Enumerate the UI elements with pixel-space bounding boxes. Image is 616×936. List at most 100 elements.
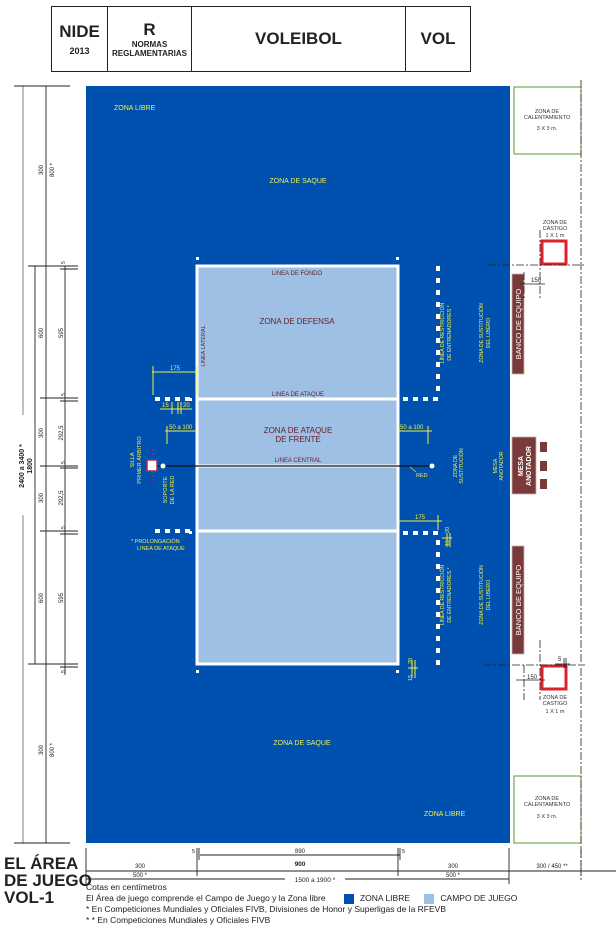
label-linea-fondo: LINEA DE FONDO — [272, 271, 323, 277]
label-prolongacion-1: * PROLONGACIÓN — [131, 538, 180, 545]
dim-bottom-500-left: 500 * — [133, 873, 148, 879]
dim-left-total-2: 1800 — [27, 458, 34, 474]
penalty-area-bottom — [540, 664, 568, 691]
dim-15-right-top: 15 — [445, 540, 451, 546]
label-mesa-small-2: ANOTADOR — [499, 451, 505, 480]
title-line-2: DE JUEGO — [4, 871, 92, 890]
header-year: 2013 — [69, 46, 90, 56]
red-pointer — [409, 466, 417, 473]
left-5-labels: 5 5 5 5 5 — [61, 261, 67, 673]
label-sust-1: ZONA DE — [453, 454, 459, 477]
legend-label-zona-libre: ZONA LIBRE — [359, 893, 411, 903]
dim-50-100-right: 50 a 100 — [400, 425, 424, 431]
legend-swatch-campo-juego — [424, 893, 435, 904]
label-castigo-bottom-3: 1 X 1 m — [546, 709, 565, 715]
label-linea-lateral: LINEA LATERAL — [201, 325, 207, 366]
right-reference-lines — [484, 80, 585, 880]
label-silla-1: SILLA — [130, 452, 136, 467]
label-calent-bottom-1: ZONA DE — [535, 796, 559, 802]
dim-left-5-b: 5 — [61, 393, 67, 396]
label-castigo-bottom-1: ZONA DE — [543, 695, 567, 701]
label-banco-bottom: BANCO DE EQUIPO — [514, 565, 523, 636]
label-zona-libre-top: ZONA LIBRE — [114, 105, 156, 112]
dim-150-top: 150 — [531, 278, 542, 284]
label-restriccion-bottom-2: DE ENTRENADORES * — [447, 567, 453, 622]
label-silla-2: PRIMER ÁRBITRO — [136, 436, 143, 484]
label-mesa-2: ANOTADOR — [526, 446, 533, 486]
team-bench-top — [511, 273, 525, 375]
dim-bottom-total: 1500 a 1900 * — [295, 877, 336, 884]
header-type-cell: R NORMAS REGLAMENTARIAS — [108, 7, 192, 71]
label-sust-libero-bottom-2: DEL LIBERO — [486, 580, 492, 610]
label-soporte-2: DE LA RED — [170, 476, 176, 505]
coach-restriction-line-top — [403, 266, 440, 401]
dim-20-left: 20 — [183, 403, 190, 409]
label-mesa-1: MESA — [518, 456, 525, 476]
dim-20-right-bottom: 20 — [408, 658, 414, 664]
dim-left-5-d: 5 — [61, 526, 67, 529]
dim-left-300-mid-bottom: 300 — [39, 492, 45, 503]
legend-row: El Área de juego comprende el Campo de J… — [86, 893, 517, 904]
label-sust-libero-bottom-1: ZONA DE SUSTITUCIÓN — [478, 565, 485, 625]
dim-15-right-bottom: 15 — [408, 675, 414, 681]
dim-left-595-top: 595 — [59, 327, 65, 338]
yellow-dimension-lines — [152, 366, 452, 678]
dim-5-penalty: 5 — [558, 657, 562, 663]
dim-15-left: 15 — [162, 403, 169, 409]
dim-175-right: 175 — [415, 515, 426, 521]
header-abbr: VOL — [420, 29, 456, 48]
label-sust-2: SUSTITUCIÓN — [458, 448, 465, 483]
label-red: RED — [416, 473, 428, 479]
team-bench-bottom — [511, 545, 525, 655]
dim-bottom-300-450: 300 / 450 ** — [536, 864, 568, 870]
header-sport: VOLEIBOL — [255, 29, 342, 48]
dim-20-right-top: 20 — [445, 527, 451, 533]
label-zona-libre-bottom: ZONA LIBRE — [424, 811, 466, 818]
label-mesa-small-1: MESA — [493, 458, 499, 473]
warmup-area-bottom — [513, 775, 582, 844]
dim-left-300-top: 300 — [39, 164, 45, 175]
header-table: NIDE 2013 R NORMAS REGLAMENTARIAS VOLEIB… — [51, 6, 471, 72]
dim-bottom-900: 900 — [295, 861, 306, 868]
attack-line-prolongation-left-top — [155, 397, 190, 401]
dim-left-2925-bottom: 292,5 — [59, 490, 65, 506]
header-code: NIDE — [59, 22, 100, 41]
label-restriccion-top-2: DE ENTRENADORES * — [447, 305, 453, 360]
scorer-table — [511, 436, 537, 495]
legend-label-campo-juego: CAMPO DE JUEGO — [440, 893, 518, 903]
dim-bottom-300-left: 300 — [135, 864, 146, 870]
header-code-cell: NIDE 2013 — [52, 7, 108, 71]
warmup-area-top — [513, 86, 582, 155]
label-castigo-top-1: ZONA DE — [543, 220, 567, 226]
dim-left-5-e: 5 — [61, 670, 67, 673]
dim-left-5-c: 5 — [61, 461, 67, 464]
legend-notes: Cotas en centímetros El Área de juego co… — [86, 882, 517, 926]
dim-left-600-bottom: 600 — [39, 592, 45, 603]
legend-swatch-zona-libre — [343, 893, 354, 904]
net-post-left — [160, 463, 166, 469]
bottom-total-bg — [285, 874, 345, 884]
label-sust-libero-top-2: DEL LIBERO — [486, 318, 492, 348]
left-total-bg — [17, 415, 33, 515]
dim-left-300-bottom: 300 — [39, 744, 45, 755]
note-units: Cotas en centímetros — [86, 882, 167, 892]
dim-left-300-mid-top: 300 — [39, 427, 45, 438]
label-linea-central: LINEA CENTRAL — [275, 458, 322, 464]
label-calent-bottom-2: CALENTAMIENTO — [524, 802, 571, 808]
note-1: * En Competiciones Mundiales y Oficiales… — [86, 904, 446, 914]
diagram-title: EL ÁREA DE JUEGO VOL-1 — [4, 855, 92, 906]
dim-left-800-bottom: 800 * — [50, 742, 56, 757]
label-zona-defensa: ZONA DE DEFENSA — [259, 317, 335, 326]
label-restriccion-bottom-1: LÍNEA DE RESTRICCIÓN — [439, 564, 446, 625]
label-calent-bottom-3: 3 X 3 m. — [537, 814, 558, 820]
dim-bottom-5-right: 5 — [402, 849, 405, 855]
dim-150-bottom: 150 — [527, 675, 538, 681]
label-calent-top-3: 3 X 3 m. — [537, 126, 558, 132]
coach-restriction-line-bottom — [403, 531, 440, 665]
label-restriccion-top-1: LÍNEA DE RESTRICCIÓN — [439, 302, 446, 363]
dim-175-left: 175 — [170, 366, 181, 372]
header-type-label-2: REGLAMENTARIAS — [112, 49, 187, 58]
header-type-letter: R — [143, 20, 156, 39]
label-zona-saque-top: ZONA DE SAQUE — [269, 178, 327, 185]
